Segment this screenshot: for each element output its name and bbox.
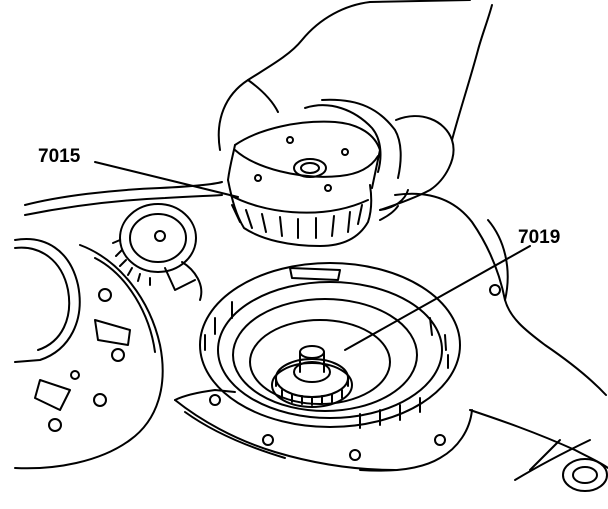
transmission-case — [25, 182, 608, 491]
leader-line-7015 — [95, 162, 238, 197]
sun-gear-shaft — [272, 346, 352, 407]
pump-body — [15, 239, 163, 468]
carrier-assembly — [228, 122, 380, 246]
leader-line-7019 — [345, 246, 530, 350]
case-bore — [200, 263, 500, 460]
callout-label-7015: 7015 — [38, 146, 81, 167]
leader-lines — [95, 162, 530, 350]
technician-hand — [219, 0, 492, 220]
drive-gear — [113, 204, 201, 300]
callout-label-7019: 7019 — [518, 227, 561, 248]
